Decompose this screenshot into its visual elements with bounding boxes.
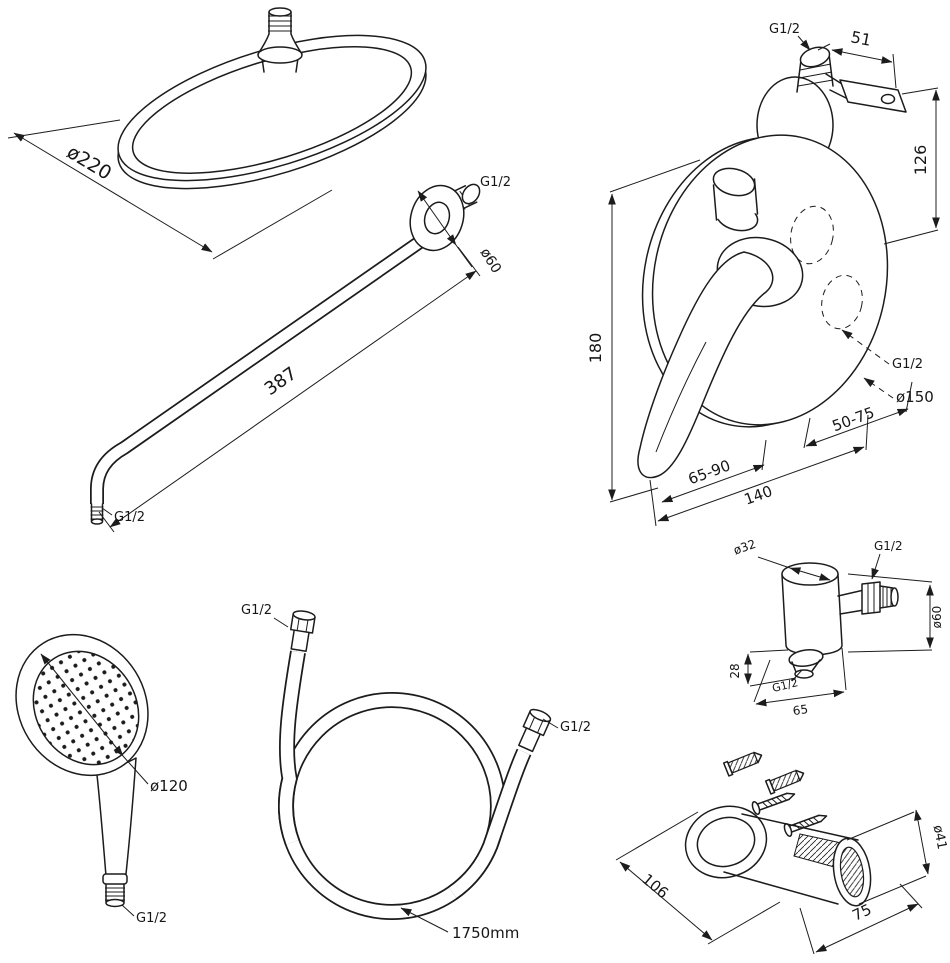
hand-shower: ø120 G1/2	[15, 633, 188, 926]
mixer-side-thread-label: G1/2	[892, 357, 923, 372]
rain-head-connector	[257, 7, 303, 73]
hand-thread-leader	[121, 904, 135, 917]
hose-right-thread-leader	[542, 718, 559, 729]
elbow-holder-cone	[788, 648, 824, 679]
mixer-126-label: 126	[911, 145, 930, 176]
elbow-top-diameter-label: ø32	[732, 537, 758, 558]
dim-mixer-51: 51	[817, 27, 897, 89]
wall-plug-2	[764, 769, 805, 795]
mixer-50-75-label: 50-75	[830, 403, 877, 435]
mixer-port-hidden-side	[821, 274, 863, 330]
elbow-thread-label: G1/2	[771, 676, 800, 695]
overhead-shower-head: ø220	[7, 7, 427, 260]
elbow-height-label: 28	[728, 663, 742, 678]
dim-holder-diameter: ø41	[846, 809, 949, 905]
elbow-top-thread-leader	[871, 553, 881, 580]
hose-left-thread-label: G1/2	[241, 603, 272, 618]
hand-diameter-label: ø120	[150, 777, 188, 795]
rain-connector-thread-ticks	[268, 15, 292, 32]
hose-length-leader	[400, 907, 449, 933]
hand-thread-label: G1/2	[136, 911, 167, 926]
mixer-port-hidden-top	[790, 205, 834, 265]
arm-tube-inner	[91, 225, 441, 504]
hose-exit-inner	[449, 749, 530, 898]
concealed-mixer: G1/2 51 126 180 65-90 140	[586, 22, 940, 527]
dim-arm-length: 387	[98, 246, 481, 533]
mixer-side-thread-leader	[841, 329, 890, 365]
arm-tip-thread-label: G1/2	[114, 510, 145, 525]
arm-flange-diameter-label: ø60	[477, 245, 505, 276]
elbow-width-label: 65	[792, 702, 809, 718]
elbow-outlet-pipe	[837, 581, 899, 615]
holder-cup-bore	[839, 846, 865, 898]
holder-barrel-top	[741, 813, 859, 841]
holder-barrel-bottom	[723, 871, 839, 905]
mixer-handle-detail	[655, 341, 707, 453]
dim-hand-diameter: ø120	[40, 653, 188, 795]
hose-left-thread-leader	[273, 617, 289, 628]
mixer-140-label: 140	[742, 482, 775, 509]
mixer-65-90-label: 65-90	[686, 456, 733, 488]
elbow-side-diameter-label: ø60	[930, 606, 944, 629]
shower-hose: G1/2 G1/2 1750mm	[241, 603, 591, 942]
mixer-plate-diameter-label: ø150	[896, 388, 934, 406]
hand-shower-tip	[102, 873, 128, 908]
elbow-top-thread-label: G1/2	[874, 539, 903, 553]
holder-width-label: 106	[638, 870, 672, 902]
mixer-plate-diameter-leader	[863, 377, 894, 399]
hand-shower-handle	[95, 757, 137, 877]
shower-arm: G1/2 ø60 387 G1/2	[90, 175, 511, 533]
hose-left-connector	[289, 610, 316, 652]
screw-2	[783, 814, 828, 837]
hose-right-thread-label: G1/2	[560, 720, 591, 735]
screw-1	[751, 792, 796, 815]
mixer-180-label: 180	[586, 333, 605, 364]
holder-wall-plate-inner	[696, 816, 756, 868]
dim-elbow-width: 65	[753, 647, 847, 718]
dim-mixer-126: 126	[883, 87, 940, 245]
mixer-top-thread-label: G1/2	[769, 22, 800, 37]
mixer-diverter-knob	[712, 167, 759, 232]
mixer-bracket	[825, 73, 907, 113]
hose-right-connector	[518, 708, 552, 753]
holder-diameter-label: ø41	[930, 824, 949, 851]
dim-elbow-height: 28	[728, 649, 797, 687]
arm-length-label: 387	[261, 363, 301, 400]
wall-outlet-elbow: ø32 G1/2 ø60 28 G1/2 65	[728, 537, 944, 718]
arm-tip-thread	[90, 503, 104, 525]
mixer-inlet-boss	[796, 46, 834, 93]
mixer-top-thread-leader	[797, 35, 811, 51]
hose-entry-inner	[279, 650, 305, 845]
wall-plug-1	[722, 751, 763, 777]
hose-length-label: 1750mm	[452, 924, 519, 942]
mixer-51-label: 51	[849, 27, 873, 50]
dim-mixer-180: 180	[586, 159, 701, 503]
dim-elbow-top-diameter: ø32	[732, 537, 831, 581]
dim-elbow-side-diameter: ø60	[847, 573, 944, 653]
arm-wall-thread-label: G1/2	[480, 175, 511, 190]
elbow-thread-leader	[791, 669, 803, 682]
shower-holder: 106 75 ø41	[615, 751, 949, 955]
arm-tip-leader	[101, 507, 113, 516]
